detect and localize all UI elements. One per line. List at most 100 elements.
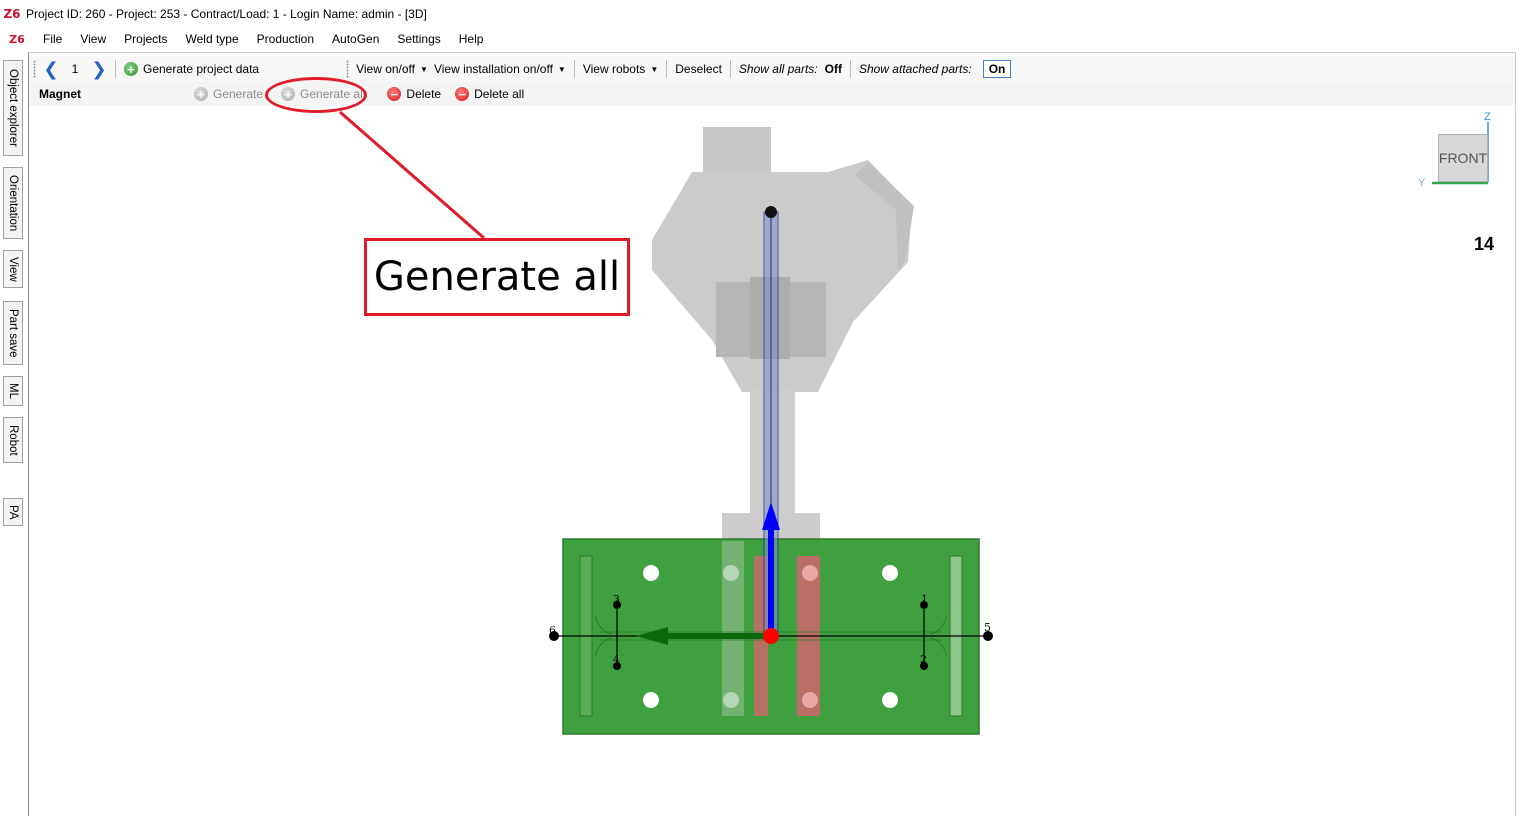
title-bar: Z6 Project ID: 260 - Project: 253 - Cont… <box>0 0 1520 28</box>
mount-hole <box>882 692 898 708</box>
toolbar-separator <box>729 60 731 78</box>
marker-label-2: 2 <box>920 653 927 666</box>
toolbar-separator <box>573 60 575 78</box>
app-logo-icon: Z6 <box>3 7 21 21</box>
menu-production[interactable]: Production <box>256 32 315 46</box>
tcp-origin-dot <box>763 628 779 644</box>
menu-view[interactable]: View <box>80 32 107 46</box>
tab-pa[interactable]: PA <box>3 498 23 526</box>
show-all-parts-toggle[interactable]: Show all parts: Off <box>736 62 845 76</box>
marker-dot-1 <box>920 601 928 609</box>
page-number: 1 <box>71 62 79 76</box>
caret-down-icon: ▼ <box>420 64 428 74</box>
callout-box: Generate all <box>364 238 630 316</box>
main-toolbar: ❮ 1 ❯ + Generate project data View on/of… <box>29 56 1513 82</box>
menu-projects[interactable]: Projects <box>124 32 168 46</box>
generate-button[interactable]: + Generate <box>191 87 266 101</box>
tab-label: View <box>7 256 19 282</box>
deselect-button[interactable]: Deselect <box>672 62 725 76</box>
profile-fillet <box>929 615 948 635</box>
profile-fillet <box>929 637 948 657</box>
view-installation-label: View installation on/off <box>433 62 553 76</box>
tab-label: Orientation <box>7 174 19 232</box>
marker-label-4: 4 <box>613 653 620 666</box>
view-onoff-label: View on/off <box>356 62 416 76</box>
tab-part-save[interactable]: Part save <box>3 301 23 365</box>
show-all-parts-label: Show all parts: <box>738 62 818 76</box>
marker-dot-2 <box>920 662 928 670</box>
show-attached-parts-value[interactable]: On <box>982 60 1012 78</box>
mount-hole <box>802 565 818 581</box>
generate-project-data-button[interactable]: + Generate project data <box>121 62 262 76</box>
profile-fillet <box>594 637 613 657</box>
marker-label-3: 3 <box>613 593 620 606</box>
show-attached-parts-toggle[interactable]: Show attached parts: On <box>856 60 1014 78</box>
add-icon: + <box>194 87 208 101</box>
chevron-right-icon[interactable]: ❯ <box>91 58 107 80</box>
z-axis-arrowhead <box>762 502 780 530</box>
menu-logo-icon[interactable]: Z6 <box>9 32 25 46</box>
view-installation-dropdown[interactable]: View installation on/off ▼ <box>431 62 569 76</box>
caret-down-icon: ▼ <box>557 64 566 74</box>
show-all-parts-value: Off <box>824 62 842 76</box>
mount-hole <box>723 692 739 708</box>
robot-top-block <box>703 127 771 175</box>
mount-hole <box>643 692 659 708</box>
marker-dot-4 <box>613 662 621 670</box>
menu-bar: Z6 File View Projects Weld type Producti… <box>0 28 1520 50</box>
tab-ml[interactable]: ML <box>3 376 23 406</box>
main-frame <box>28 52 1516 816</box>
chevron-left-icon[interactable]: ❮ <box>43 58 59 80</box>
profile-fillet <box>594 615 613 635</box>
magnet-center-strip <box>722 541 744 716</box>
mount-hole <box>882 565 898 581</box>
orientation-cube-axes <box>1432 122 1489 185</box>
remove-icon: − <box>387 87 402 101</box>
axis-y-label: Y <box>1418 177 1426 189</box>
menu-help[interactable]: Help <box>458 32 484 46</box>
delete-button[interactable]: − Delete <box>384 87 444 101</box>
caret-down-icon: ▼ <box>650 64 659 74</box>
orientation-cube[interactable]: FRONT <box>1438 134 1488 182</box>
menu-file[interactable]: File <box>43 32 63 46</box>
tab-label: Object explorer <box>7 69 19 147</box>
marker-dot-3 <box>613 601 621 609</box>
delete-all-label: Delete all <box>474 87 525 101</box>
generate-label: Generate <box>213 87 264 101</box>
toolbar-grip[interactable] <box>346 60 350 78</box>
generate-project-data-label: Generate project data <box>143 62 260 76</box>
tab-label: Part save <box>7 308 19 358</box>
toolbar-grip[interactable] <box>33 60 36 78</box>
marker-dot-6 <box>549 631 559 641</box>
window-title: Project ID: 260 - Project: 253 - Contrac… <box>26 7 427 21</box>
menu-weld-type[interactable]: Weld type <box>185 32 239 46</box>
mount-hole <box>643 565 659 581</box>
mount-hole <box>802 692 818 708</box>
menu-autogen[interactable]: AutoGen <box>332 32 380 46</box>
menu-settings[interactable]: Settings <box>397 32 441 46</box>
item-count: 14 <box>1474 234 1495 254</box>
tab-view[interactable]: View <box>3 250 23 288</box>
delete-all-button[interactable]: − Delete all <box>452 87 527 101</box>
tab-label: Robot <box>7 424 19 456</box>
marker-label-5: 5 <box>984 621 991 634</box>
robot-model <box>652 127 914 543</box>
tcp-axes <box>636 206 780 645</box>
marker-dot-5 <box>983 631 993 641</box>
callout-connector-line <box>339 110 485 240</box>
tab-label: ML <box>7 383 19 399</box>
view-robots-label: View robots <box>582 62 646 76</box>
remove-icon: − <box>455 87 470 101</box>
delete-label: Delete <box>406 87 442 101</box>
axis-z-label: Z <box>1484 111 1491 123</box>
view-onoff-dropdown[interactable]: View on/off ▼ <box>353 62 431 76</box>
tab-object-explorer[interactable]: Object explorer <box>3 60 23 156</box>
marker-label-1: 1 <box>921 593 928 606</box>
tab-robot[interactable]: Robot <box>3 417 23 463</box>
view-robots-dropdown[interactable]: View robots ▼ <box>580 62 661 76</box>
toolbar-separator <box>115 60 116 78</box>
tab-orientation[interactable]: Orientation <box>3 167 23 239</box>
marker-label-6: 6 <box>549 624 556 637</box>
